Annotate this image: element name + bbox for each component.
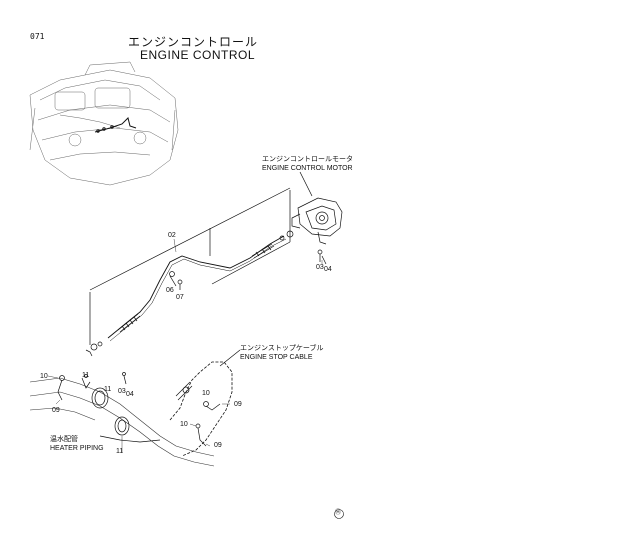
cable-clip-07 xyxy=(177,279,183,290)
page-number: 071 xyxy=(30,32,45,41)
engine-stop-cable xyxy=(99,361,233,457)
engine-control-motor xyxy=(291,197,343,245)
bolt-washer-left xyxy=(122,372,127,385)
part-number-10-left: 10 xyxy=(40,373,48,380)
bracket-clip-left xyxy=(81,374,91,389)
bracket-10-mid xyxy=(203,401,221,411)
heater-piping xyxy=(29,377,215,467)
machine-cable-highlight xyxy=(94,117,137,133)
part-number-03-left: 03 xyxy=(118,388,126,395)
bracket-10-low xyxy=(195,423,207,447)
hose-clamp-11a xyxy=(91,387,109,409)
footer-mark: Ⓗ xyxy=(335,509,342,516)
bracket-10-left xyxy=(57,375,65,401)
part-number-06: 06 xyxy=(166,287,174,294)
motor-bolt-washer xyxy=(317,249,327,265)
heater-piping-label-jp: 温水配管 xyxy=(50,436,78,443)
stop-cable-label-jp: エンジンストップケーブル xyxy=(240,345,324,352)
part-number-09-low: 09 xyxy=(214,442,222,449)
mounting-panel-frame xyxy=(89,187,291,345)
part-number-09-left: 09 xyxy=(52,407,60,414)
motor-label-en: ENGINE CONTROL MOTOR xyxy=(262,165,353,172)
part-number-04-left: 04 xyxy=(126,391,134,398)
engine-control-cable xyxy=(85,230,294,357)
part-number-11-a: 11 xyxy=(82,372,90,379)
part-number-bolt-top: 03 xyxy=(316,264,324,271)
hose-clamp-11b xyxy=(114,416,130,436)
part-number-cable: 02 xyxy=(168,232,176,239)
cable-clip-06 xyxy=(169,271,177,287)
part-number-11-b: 11 xyxy=(104,386,112,393)
machine-overview-sketch xyxy=(29,61,179,186)
heater-piping-label-en: HEATER PIPING xyxy=(50,445,104,452)
stop-cable-label-en: ENGINE STOP CABLE xyxy=(240,354,313,361)
motor-label-jp: エンジンコントロールモータ xyxy=(262,156,353,163)
engine-stop-cable-leader xyxy=(219,349,241,367)
part-number-10-low: 10 xyxy=(180,421,188,428)
motor-leader-line xyxy=(299,171,313,197)
title-japanese: エンジンコントロール xyxy=(128,35,259,49)
part-number-10-mid: 10 xyxy=(202,390,210,397)
title-english: ENGINE CONTROL xyxy=(140,48,256,62)
part-number-washer-top: 04 xyxy=(324,266,332,273)
footer-mark-circle xyxy=(334,509,344,519)
part-number-09-mid: 09 xyxy=(234,401,242,408)
part-number-11-low: 11 xyxy=(116,448,124,455)
part-number-07: 07 xyxy=(176,294,184,301)
leader-lines xyxy=(47,238,323,452)
